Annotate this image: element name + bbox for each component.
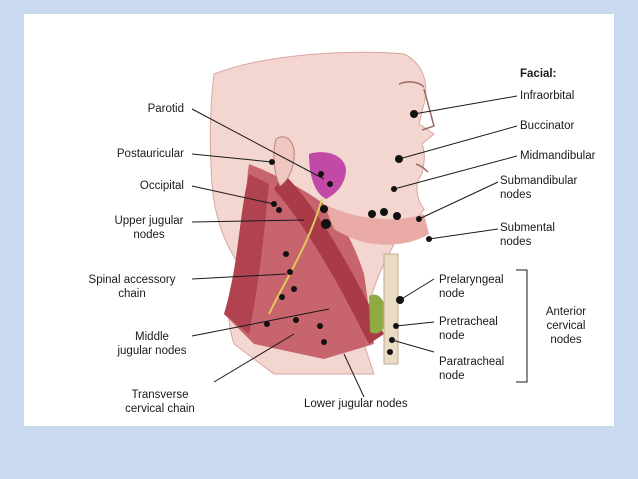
label-pretracheal: Pretracheal node bbox=[439, 315, 498, 343]
lymph-node bbox=[393, 323, 399, 329]
lymph-node bbox=[321, 219, 331, 229]
lymph-node bbox=[396, 296, 404, 304]
leader-line bbox=[191, 153, 273, 163]
label-transverse-line2: cervical chain bbox=[125, 403, 195, 415]
label-submandibular: Submandibular nodes bbox=[500, 174, 577, 202]
label-parotid: Parotid bbox=[147, 103, 184, 115]
mouth bbox=[415, 163, 429, 173]
leader-line bbox=[393, 155, 518, 190]
label-anterior-cervical: Anterior cervical nodes bbox=[532, 305, 600, 347]
lymph-node bbox=[368, 210, 376, 218]
lymph-node bbox=[395, 155, 403, 163]
label-submental-line1: Submental bbox=[500, 222, 555, 234]
lymph-node bbox=[321, 339, 327, 345]
label-pretracheal-line1: Pretracheal bbox=[439, 316, 498, 328]
label-anterior-line1: Anterior bbox=[545, 306, 587, 318]
leader-line bbox=[428, 228, 499, 240]
label-pretracheal-line2: node bbox=[439, 330, 465, 342]
label-upper-jugular: Upper jugular nodes bbox=[94, 214, 204, 242]
parotid-gland bbox=[309, 152, 346, 199]
label-transverse-line1: Transverse bbox=[131, 389, 189, 401]
label-paratracheal-line2: node bbox=[439, 370, 465, 382]
lymph-node bbox=[410, 110, 418, 118]
label-middle-jugular-line2: jugular nodes bbox=[117, 345, 187, 357]
label-paratracheal-line1: Paratracheal bbox=[439, 356, 505, 368]
trachea bbox=[383, 253, 399, 365]
label-middle-jugular: Middle jugular nodes bbox=[102, 330, 202, 358]
nose bbox=[421, 88, 435, 131]
leader-line bbox=[191, 108, 325, 180]
lymph-node bbox=[279, 294, 285, 300]
lymph-node bbox=[287, 269, 293, 275]
lymph-node bbox=[269, 159, 275, 165]
label-postauricular: Postauricular bbox=[116, 148, 184, 160]
label-spinal-accessory-line2: chain bbox=[118, 288, 146, 300]
eye bbox=[398, 81, 425, 88]
leader-line bbox=[398, 125, 518, 160]
label-middle-jugular-line1: Middle bbox=[135, 331, 169, 343]
accessory-nerve bbox=[268, 198, 323, 315]
lymph-node bbox=[393, 212, 401, 220]
thyroid bbox=[369, 294, 387, 334]
label-midmandibular: Midmandibular bbox=[520, 150, 596, 162]
label-prelaryngeal-line1: Prelaryngeal bbox=[439, 274, 504, 286]
label-lower-jugular: Lower jugular nodes bbox=[304, 398, 408, 410]
lymph-node bbox=[416, 216, 422, 222]
leader-line bbox=[191, 219, 305, 223]
label-spinal-accessory: Spinal accessory chain bbox=[72, 273, 192, 301]
leader-line bbox=[191, 185, 275, 205]
label-anterior-line3: nodes bbox=[550, 334, 582, 346]
slide: Parotid Postauricular Occipital Upper ju… bbox=[24, 14, 614, 426]
leader-line bbox=[191, 308, 330, 337]
jaw bbox=[324, 204, 429, 245]
lymph-node bbox=[318, 171, 324, 177]
label-occipital: Occipital bbox=[139, 180, 184, 192]
lymph-node bbox=[291, 286, 297, 292]
label-submandibular-line1: Submandibular bbox=[500, 175, 578, 187]
lymph-node bbox=[264, 321, 270, 327]
lymph-node bbox=[426, 236, 432, 242]
leader-line bbox=[395, 321, 435, 327]
sternocleidomastoid bbox=[274, 174, 384, 344]
label-upper-jugular-line2: nodes bbox=[133, 229, 165, 241]
leader-line bbox=[213, 333, 295, 383]
leader-line bbox=[413, 95, 518, 115]
label-submental: Submental nodes bbox=[500, 221, 555, 249]
leader-line bbox=[191, 273, 287, 280]
lymph-node bbox=[271, 201, 277, 207]
lymph-node bbox=[283, 251, 289, 257]
label-spinal-accessory-line1: Spinal accessory bbox=[88, 274, 176, 286]
lymph-node bbox=[380, 208, 388, 216]
label-facial: Facial: bbox=[520, 68, 557, 80]
label-infraorbital: Infraorbital bbox=[520, 90, 575, 102]
label-prelaryngeal-line2: node bbox=[439, 288, 465, 300]
label-submental-line2: nodes bbox=[500, 236, 532, 248]
lymph-node bbox=[293, 317, 299, 323]
label-paratracheal: Paratracheal node bbox=[439, 355, 504, 383]
leader-line bbox=[418, 181, 499, 220]
label-prelaryngeal: Prelaryngeal node bbox=[439, 273, 504, 301]
label-buccinator: Buccinator bbox=[520, 120, 575, 132]
neck-anatomy-illustration bbox=[191, 51, 528, 398]
lymph-node bbox=[320, 205, 328, 213]
leader-line bbox=[399, 278, 435, 301]
trapezius bbox=[224, 174, 269, 334]
lymph-node bbox=[327, 181, 333, 187]
lymph-node bbox=[387, 349, 393, 355]
lymph-node bbox=[276, 207, 282, 213]
lymph-node bbox=[317, 323, 323, 329]
lymph-node bbox=[391, 186, 397, 192]
anterior-bracket bbox=[516, 269, 528, 383]
label-anterior-line2: cervical bbox=[546, 320, 586, 332]
label-transverse-cervical: Transverse cervical chain bbox=[110, 388, 210, 416]
lymph-node bbox=[389, 337, 395, 343]
leader-line bbox=[343, 353, 365, 398]
leader-line bbox=[391, 339, 435, 353]
label-submandibular-line2: nodes bbox=[500, 189, 532, 201]
label-upper-jugular-line1: Upper jugular bbox=[114, 215, 184, 227]
